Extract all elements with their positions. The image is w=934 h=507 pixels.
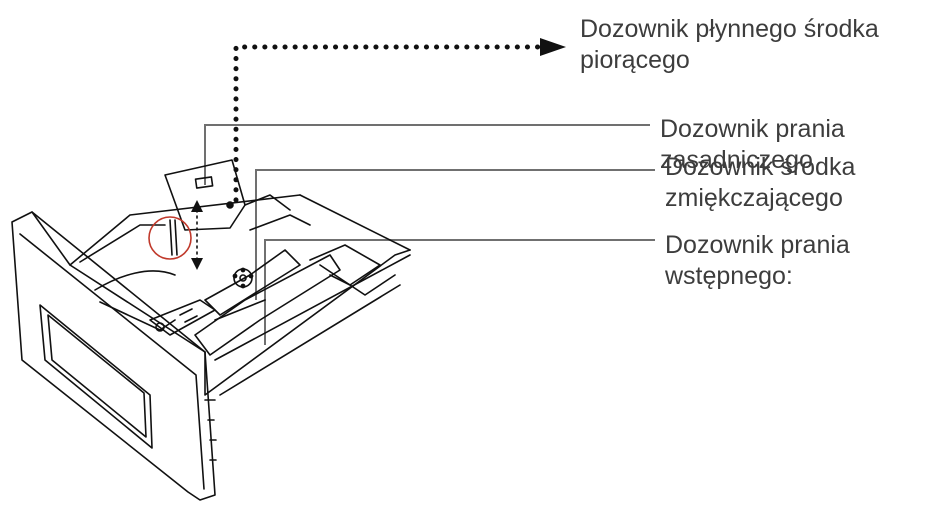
softener-leader-line [255,169,655,300]
siphon-cap [232,267,254,289]
liquid-detergent-pointer [233,38,566,203]
detergent-drawer [11,159,411,501]
prewash-leader-line [264,239,655,345]
label-line: Dozownik prania [665,231,850,259]
drawer-front-panel [11,211,216,501]
label-line: zmiękczającego [665,184,843,212]
label-line: Dozownik środka [665,153,856,181]
main-wash-leader-line [204,124,650,185]
label-line: zasadniczego [660,146,813,174]
label-prewash-dispenser: Dozownik prania wstępnego: [665,230,850,292]
label-line: wstępnego: [665,262,793,290]
highlight-circle [148,216,192,260]
label-line: piorącego [580,46,690,74]
label-liquid-detergent-dispenser: Dozownik płynnego środka piorącego [580,14,879,76]
label-line: Dozownik prania [660,115,845,143]
label-line: Dozownik płynnego środka [580,15,879,43]
label-softener-dispenser: Dozownik środka zmiękczającego [665,152,855,214]
drawer-handle-recess [39,304,153,449]
label-main-wash-dispenser: Dozownik prania zasadniczego [660,114,845,176]
